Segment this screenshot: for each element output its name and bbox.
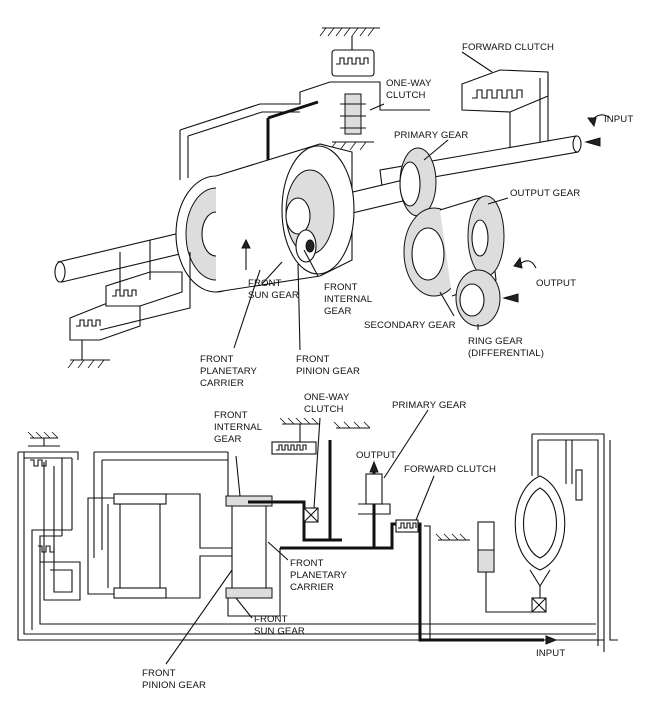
power-flow-schematic: ONE-WAY CLUTCH PRIMARY GEAR FRONT INTERN… [17, 392, 618, 691]
label-forward-clutch: FORWARD CLUTCH [462, 42, 554, 53]
label-primary-gear-bottom: PRIMARY GEAR [392, 400, 466, 411]
front-planetary-set [225, 452, 281, 617]
label-front-internal-gear-top: FRONT INTERNAL GEAR [324, 282, 375, 317]
label-output-top: OUTPUT [536, 278, 576, 289]
primary-gear-part [399, 147, 437, 217]
forward-clutch-part [461, 69, 549, 152]
label-front-sun-gear-bottom: FRONT SUN GEAR [254, 614, 305, 637]
label-input-top: INPUT [604, 114, 633, 125]
label-input-bottom: INPUT [536, 648, 565, 659]
ground-symbol-left [27, 431, 60, 447]
label-front-pinion-gear-top: FRONT PINION GEAR [296, 354, 360, 377]
label-forward-clutch-bottom: FORWARD CLUTCH [404, 464, 496, 475]
leader-lines-top [233, 51, 509, 351]
planetary-assembly [175, 143, 355, 293]
schematic-frame [17, 451, 604, 641]
label-front-planetary-carrier-top: FRONT PLANETARY CARRIER [200, 354, 260, 389]
label-one-way-clutch-bottom: ONE-WAY CLUTCH [304, 392, 352, 415]
primary-gear-shaft [358, 473, 391, 548]
power-flow-path [248, 440, 558, 645]
label-front-pinion-gear-bottom: FRONT PINION GEAR [142, 668, 206, 691]
one-way-clutch-symbol [271, 417, 371, 523]
label-front-planetary-carrier-bottom: FRONT PLANETARY CARRIER [290, 558, 350, 593]
planetary-cylinder [87, 493, 232, 599]
label-one-way-clutch-top: ONE-WAY CLUTCH [386, 78, 434, 101]
forward-clutch-symbol [395, 519, 431, 640]
label-front-internal-gear-bottom: FRONT INTERNAL GEAR [214, 410, 265, 445]
cutaway-illustration: FORWARD CLUTCH ONE-WAY CLUTCH INPUT PRIM… [54, 27, 633, 389]
label-output-bottom: OUTPUT [356, 450, 396, 461]
label-front-sun-gear-top: FRONT SUN GEAR [248, 278, 299, 301]
one-way-clutch-part [329, 36, 375, 151]
label-primary-gear-top: PRIMARY GEAR [394, 130, 468, 141]
label-output-gear: OUTPUT GEAR [510, 188, 580, 199]
label-secondary-gear: SECONDARY GEAR [364, 320, 456, 331]
ground-hatch-top [319, 27, 380, 37]
label-ring-gear: RING GEAR (DIFFERENTIAL) [468, 336, 544, 359]
reverse-brake-part [67, 240, 191, 369]
differential-assembly [435, 433, 618, 652]
leader-lines-bottom [165, 409, 435, 665]
